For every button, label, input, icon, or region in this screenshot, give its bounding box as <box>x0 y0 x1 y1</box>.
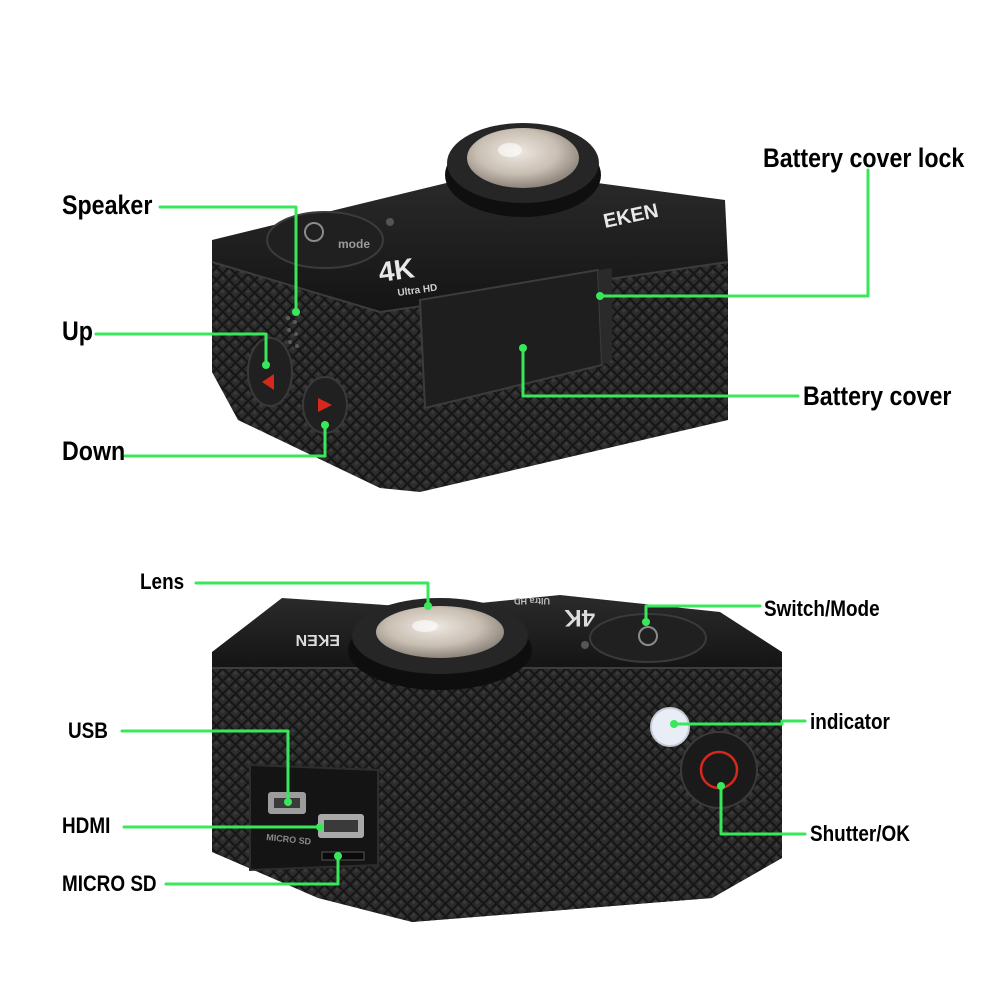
bottom-resolution-text: 4K <box>564 604 595 631</box>
label-up: Up <box>62 316 93 346</box>
switch-mode-button[interactable] <box>589 613 707 663</box>
leader-line-up <box>94 332 268 367</box>
label-indicator: indicator <box>810 709 890 734</box>
bottom-lens <box>348 598 532 690</box>
label-micro-sd: MICRO SD <box>62 871 157 896</box>
micro-sd-slot[interactable] <box>321 851 365 861</box>
speaker-grille <box>286 316 299 348</box>
mode-button-label: mode <box>338 237 370 251</box>
leader-dot-battery-cover-lock <box>596 292 604 300</box>
leader-dot-switch-mode <box>642 618 650 626</box>
label-lens: Lens <box>140 569 185 594</box>
bottom-brand-text: EKEN <box>296 631 340 648</box>
leader-dot-up <box>262 361 270 369</box>
port-bay: MICRO SD <box>249 763 379 872</box>
label-battery-cover-lock: Battery cover lock <box>763 143 965 173</box>
leader-lines <box>94 168 870 886</box>
battery-cover[interactable] <box>418 268 612 410</box>
label-down: Down <box>62 436 126 466</box>
leader-line-speaker <box>158 205 298 314</box>
leader-line-micro-sd <box>164 854 340 886</box>
leader-dot-speaker <box>292 308 300 316</box>
mode-button-top[interactable]: mode <box>266 211 384 269</box>
leader-line-switch-mode <box>644 604 762 624</box>
leader-line-battery-cover <box>521 346 800 398</box>
up-button[interactable] <box>247 337 293 407</box>
leader-dot-usb <box>284 798 292 806</box>
leader-line-down <box>123 423 327 458</box>
bottom-resolution-sub-text: Ultra HD <box>513 596 550 606</box>
bottom-camera: EKEN 4K Ultra HD MICRO SD <box>212 595 782 922</box>
leader-dot-micro-sd <box>334 852 342 860</box>
shutter-button[interactable] <box>680 731 758 809</box>
top-resolution-text: 4K <box>377 252 417 288</box>
leader-line-shutter-ok <box>719 784 807 836</box>
down-button[interactable] <box>302 376 348 434</box>
leader-dot-lens <box>424 602 432 610</box>
leader-line-indicator <box>672 719 807 726</box>
leader-line-lens <box>194 581 430 608</box>
label-hdmi: HDMI <box>62 813 111 838</box>
indicator-light <box>650 707 690 747</box>
top-camera-side-face <box>212 262 380 488</box>
leader-dot-down <box>321 421 329 429</box>
label-speaker: Speaker <box>62 190 153 220</box>
label-switch-mode: Switch/Mode <box>764 596 880 621</box>
leader-dot-battery-cover <box>519 344 527 352</box>
leader-line-battery-cover-lock <box>598 168 870 298</box>
port-caption: MICRO SD <box>266 832 312 847</box>
leader-line-usb <box>120 729 290 804</box>
label-battery-cover: Battery cover <box>803 381 952 411</box>
leader-dot-indicator <box>670 720 678 728</box>
top-lens <box>445 123 601 217</box>
top-camera: mode EKEN 4K Ultra HD <box>211 123 729 492</box>
label-usb: USB <box>68 718 108 743</box>
leader-dot-hdmi <box>316 823 324 831</box>
leader-dot-shutter-ok <box>717 782 725 790</box>
label-shutter-ok: Shutter/OK <box>810 821 910 846</box>
